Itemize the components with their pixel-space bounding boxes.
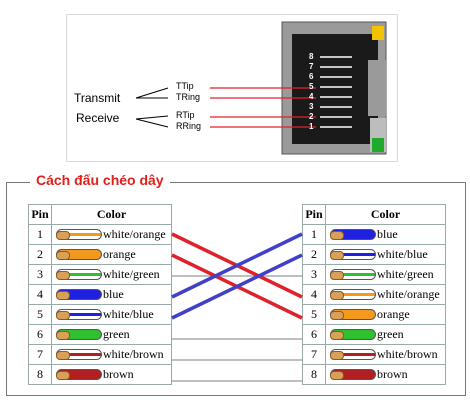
transmit-label: Transmit xyxy=(74,91,121,105)
wire-plug-icon xyxy=(56,229,102,240)
crossover-frame xyxy=(6,182,466,396)
wire-color-name: white/green xyxy=(103,267,160,281)
section-title: Cách đấu chéo dây xyxy=(30,172,170,188)
color-cell: white/green xyxy=(325,264,446,285)
wire-plug-icon xyxy=(56,349,102,360)
rring-label: RRing xyxy=(176,121,202,131)
wire-color-name: orange xyxy=(377,307,410,321)
tring-label: TRing xyxy=(176,92,201,102)
wire-plug-icon xyxy=(330,349,376,360)
wire-plug-icon xyxy=(330,309,376,320)
wire-color-name: orange xyxy=(103,247,136,261)
color-cell: white/green xyxy=(51,264,172,285)
color-cell: blue xyxy=(325,224,446,245)
jack-opening xyxy=(292,34,378,144)
wire-plug-icon xyxy=(56,289,102,300)
wire-color-name: white/orange xyxy=(377,287,440,301)
pin-header: Pin xyxy=(28,204,52,225)
cross-wire-3-to-1 xyxy=(171,232,303,299)
wire-color-name: brown xyxy=(377,367,408,381)
wire-plug-icon xyxy=(330,269,376,280)
wire-color-name: white/brown xyxy=(377,347,438,361)
color-cell: blue xyxy=(51,284,172,305)
transmit-bracket xyxy=(135,87,169,99)
wire-plug-icon xyxy=(56,249,102,260)
jack-pin-number: 4 xyxy=(309,92,314,101)
pin-number: 8 xyxy=(28,364,52,385)
wire-plug-icon xyxy=(56,269,102,280)
wire-plug-icon xyxy=(56,369,102,380)
wire-color-name: white/orange xyxy=(103,227,166,241)
color-cell: green xyxy=(51,324,172,345)
jack-pin-number: 5 xyxy=(309,82,314,91)
rtip-label: RTip xyxy=(176,110,195,120)
wire-plug-icon xyxy=(330,329,376,340)
jack-pin-number: 6 xyxy=(309,72,314,81)
wire-color-name: white/blue xyxy=(103,307,154,321)
wire-color-name: blue xyxy=(103,287,124,301)
green-led-icon xyxy=(372,138,384,152)
receive-label: Receive xyxy=(76,111,120,125)
wire-plug-icon xyxy=(330,369,376,380)
jack-contacts xyxy=(320,56,352,128)
jack-diagram-svg xyxy=(135,21,387,155)
color-cell: orange xyxy=(325,304,446,325)
jack-pin-number: 2 xyxy=(309,112,314,121)
color-cell: white/brown xyxy=(51,344,172,365)
color-header: Color xyxy=(51,204,172,225)
wire-plug-icon xyxy=(330,229,376,240)
pin-row: 8 brown xyxy=(28,364,172,385)
wire-color-name: white/blue xyxy=(377,247,428,261)
yellow-led-icon xyxy=(372,26,384,40)
jack-notch xyxy=(368,60,386,116)
wire-color-name: green xyxy=(377,327,404,341)
wire-color-name: white/green xyxy=(377,267,434,281)
wire-plug-icon xyxy=(330,289,376,300)
jack-pin-number: 1 xyxy=(309,122,314,131)
color-cell: white/orange xyxy=(325,284,446,305)
color-cell: brown xyxy=(325,364,446,385)
wire-plug-icon xyxy=(56,329,102,340)
cross-wire-6-to-2 xyxy=(171,253,303,320)
color-cell: brown xyxy=(51,364,172,385)
wire-plug-icon xyxy=(330,249,376,260)
wire-color-name: green xyxy=(103,327,130,341)
jack-pin-number: 7 xyxy=(309,62,314,71)
left-table-header: Pin Color xyxy=(28,204,172,225)
wire-color-name: white/brown xyxy=(103,347,164,361)
wire-plug-icon xyxy=(56,309,102,320)
receive-bracket xyxy=(135,115,169,128)
jack-pin-number: 8 xyxy=(309,52,314,61)
wire-color-name: brown xyxy=(103,367,134,381)
jack-pin-number: 3 xyxy=(309,102,314,111)
wire-color-name: blue xyxy=(377,227,398,241)
ttip-label: TTip xyxy=(176,81,194,91)
pin-header: Pin xyxy=(302,204,326,225)
